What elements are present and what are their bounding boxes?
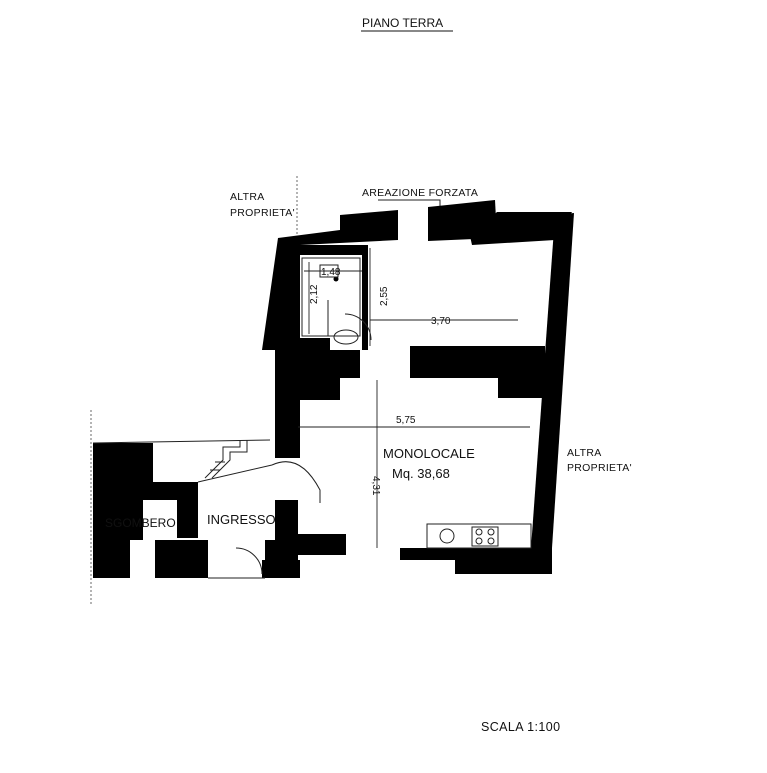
dimension-lines — [298, 248, 530, 548]
scale-label: SCALA 1:100 — [481, 720, 560, 734]
dim-kitchen-width: 3,70 — [431, 316, 451, 327]
note-altra-proprieta-left-2: PROPRIETA' — [230, 207, 295, 219]
exterior-walls — [262, 200, 574, 578]
dim-main-depth: 4,31 — [370, 476, 381, 496]
dim-kitchen-depth: 2,55 — [379, 286, 390, 306]
bathroom-walls — [300, 245, 368, 350]
dim-bath-width: 1,48 — [321, 267, 341, 278]
room-label-ingresso: INGRESSO — [207, 512, 276, 527]
note-altra-proprieta-left-1: ALTRA — [230, 191, 265, 203]
dim-bath-depth: 2,12 — [309, 284, 320, 304]
room-area-monolocale: Mq. 38,68 — [392, 466, 450, 481]
ingresso-door-arc — [271, 461, 321, 503]
plan-title: PIANO TERRA — [362, 16, 443, 30]
annex-walls — [92, 439, 275, 579]
room-label-sgombero: SGOMBERO — [105, 516, 176, 530]
main-door-arc — [235, 547, 263, 575]
room-label-monolocale: MONOLOCALE — [383, 446, 475, 461]
staircase — [204, 440, 248, 479]
bathroom-door-arc — [344, 313, 372, 341]
note-altra-proprieta-right-2: PROPRIETA' — [567, 462, 632, 474]
kitchen-counter — [426, 523, 532, 549]
note-areazione-forzata: AREAZIONE FORZATA — [362, 187, 478, 199]
dim-main-width: 5,75 — [396, 415, 416, 426]
note-altra-proprieta-right-1: ALTRA — [567, 447, 602, 459]
